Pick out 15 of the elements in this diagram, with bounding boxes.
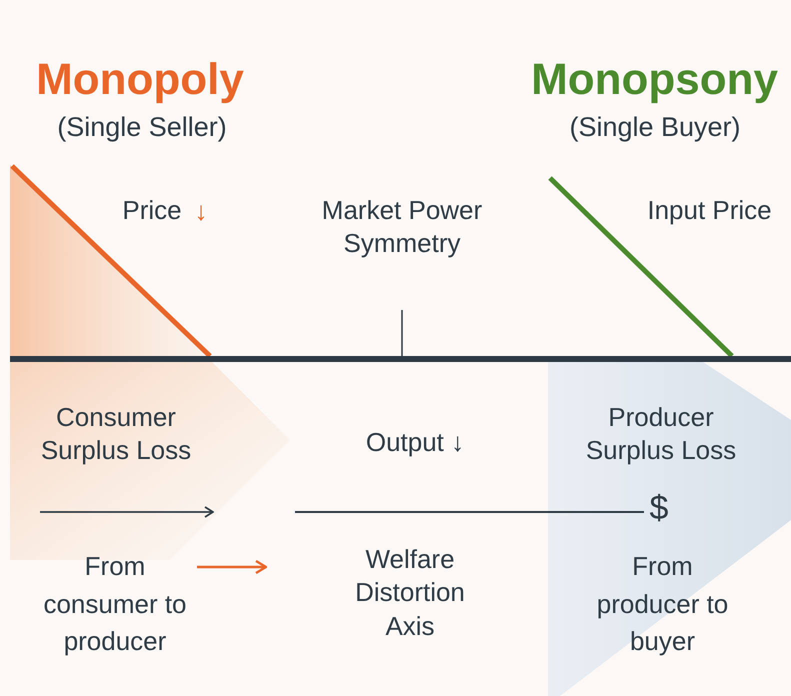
effect-label: Consumer Surplus Loss: [40, 401, 192, 468]
transfer-label: From consumer to producer: [42, 550, 188, 658]
dollar-sign: $: [648, 488, 670, 529]
transfer-label: From producer to buyer: [596, 550, 730, 658]
axis-label: Welfare Distortion Axis: [354, 543, 466, 643]
effect-label: Producer Surplus Loss: [584, 401, 738, 468]
effect-label: Output ↓: [364, 426, 466, 459]
axis-label: Input Price: [646, 194, 773, 227]
title: Monopoly: [35, 54, 245, 106]
direction-arrow-glyph: ↓: [194, 195, 208, 228]
axis-label: Price: [121, 194, 183, 227]
title: Monopsony: [530, 54, 779, 106]
center-label: Market Power Symmetry: [320, 194, 484, 260]
subtitle: (Single Seller): [56, 111, 228, 144]
subtitle: (Single Buyer): [568, 111, 742, 144]
